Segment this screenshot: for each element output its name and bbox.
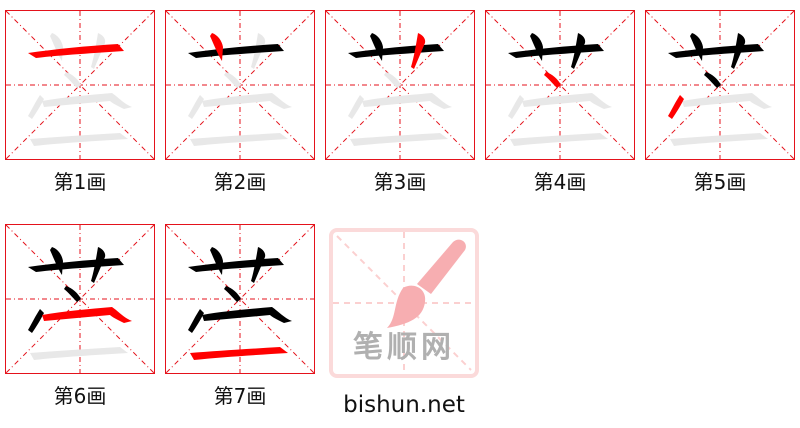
- step-label: 第5画: [693, 170, 747, 194]
- character-stroke-diagram: [646, 11, 794, 159]
- character-stroke-diagram: [6, 225, 154, 373]
- character-stroke-diagram: [6, 11, 154, 159]
- stroke-grid: [5, 10, 155, 160]
- stroke-step-2: 第2画: [165, 10, 315, 194]
- site-name: bishun.net: [343, 392, 465, 418]
- step-label: 第7画: [213, 384, 267, 408]
- character-stroke-diagram: [166, 11, 314, 159]
- character-stroke-diagram: [486, 11, 634, 159]
- character-stroke-diagram: [326, 11, 474, 159]
- stroke-step-4: 第4画: [485, 10, 635, 194]
- stroke-grid: [5, 224, 155, 374]
- stroke-grid: [645, 10, 795, 160]
- stroke-grid: [165, 224, 315, 374]
- bishun-logo: 笔顺网 bishun.net: [329, 228, 479, 418]
- step-label: 第1画: [53, 170, 107, 194]
- stroke-step-6: 第6画: [5, 224, 155, 408]
- stroke-grid: [165, 10, 315, 160]
- stroke-step-1: 第1画: [5, 10, 155, 194]
- character-stroke-diagram: [166, 225, 314, 373]
- brush-icon: [333, 232, 475, 374]
- step-label: 第3画: [373, 170, 427, 194]
- logo-box: 笔顺网: [329, 228, 479, 378]
- stroke-step-7: 第7画: [165, 224, 315, 408]
- step-label: 第2画: [213, 170, 267, 194]
- stroke-step-5: 第5画: [645, 10, 795, 194]
- stroke-grid: [325, 10, 475, 160]
- stroke-step-3: 第3画: [325, 10, 475, 194]
- stroke-grid: [485, 10, 635, 160]
- step-label: 第6画: [53, 384, 107, 408]
- step-label: 第4画: [533, 170, 587, 194]
- logo-text: 笔顺网: [353, 330, 455, 365]
